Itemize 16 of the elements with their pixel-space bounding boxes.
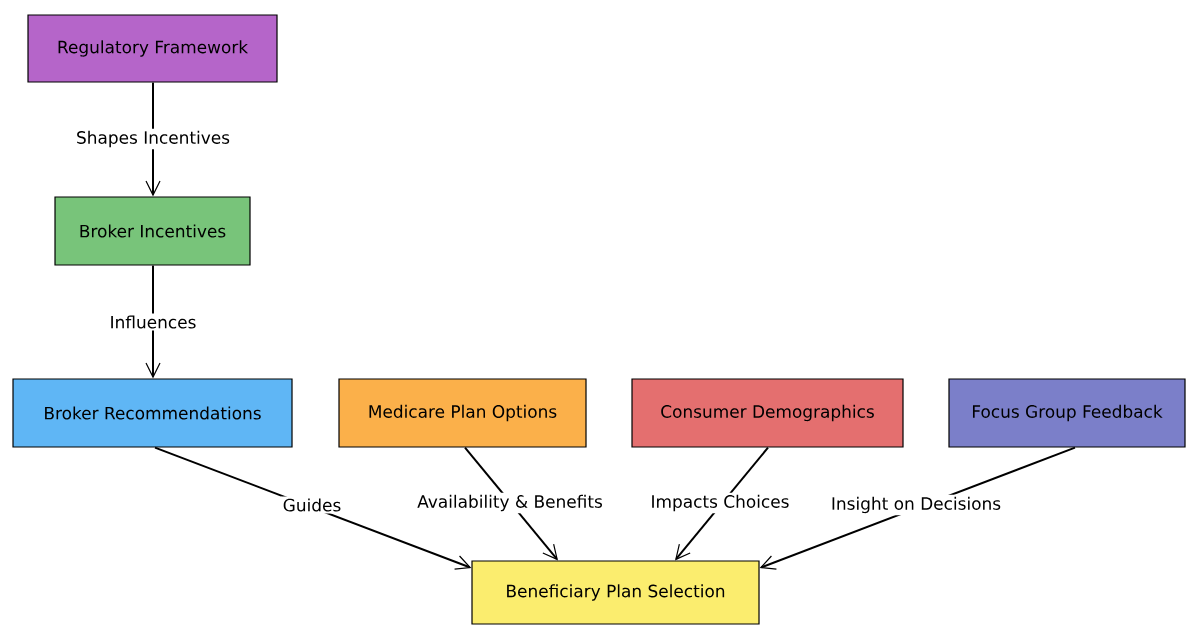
edge-label: Impacts Choices	[648, 492, 792, 514]
process-box: Consumer Demographics	[631, 378, 904, 448]
edge-label: Insight on Decisions	[828, 494, 1004, 516]
process-box: Focus Group Feedback	[948, 378, 1186, 448]
arrow	[464, 446, 558, 561]
edge-label: Influences	[107, 313, 199, 331]
arrow	[675, 446, 769, 561]
process-box: Broker Recommendations	[12, 378, 293, 448]
process-box: Broker Incentives	[54, 196, 251, 266]
process-box: Beneficiary Plan Selection	[471, 560, 760, 625]
process-box: Regulatory Framework	[27, 14, 278, 83]
edge-label: Availability & Benefits	[415, 492, 605, 514]
edge-label: Shapes Incentives	[74, 128, 233, 150]
process-box: Medicare Plan Options	[338, 378, 587, 448]
edge-label: Guides	[280, 496, 344, 514]
arrow	[145, 264, 161, 379]
